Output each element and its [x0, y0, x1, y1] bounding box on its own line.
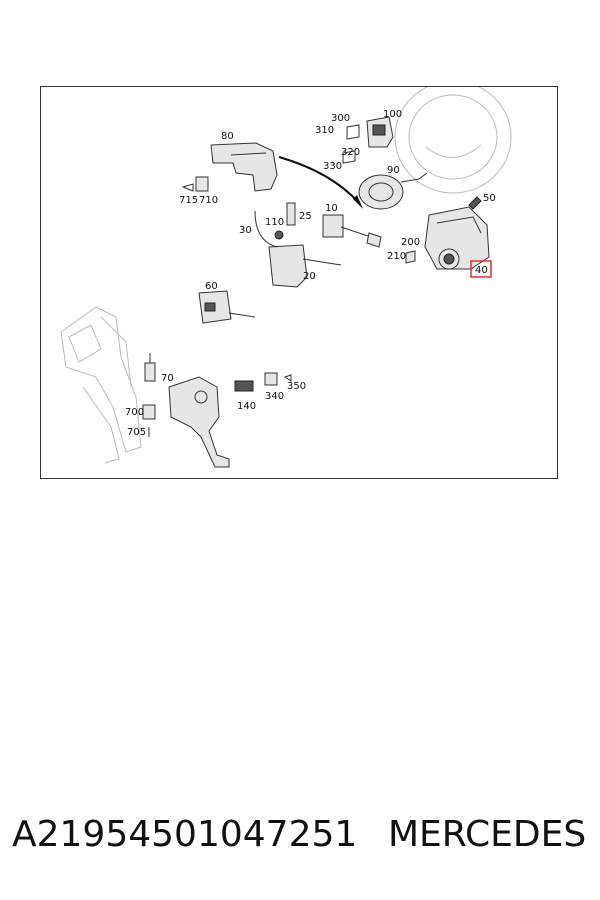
callout-705: 705	[127, 427, 146, 438]
callout-715: 715	[179, 195, 198, 206]
brand-name: MERCEDES	[388, 814, 587, 855]
part-10-combination-switch	[322, 214, 382, 248]
footer: A21954501047251 MERCEDES	[0, 808, 600, 864]
callout-330: 330	[323, 161, 342, 172]
callout-300: 300	[331, 113, 350, 124]
part-100-steering-module	[342, 116, 394, 164]
steering-wheel	[394, 87, 512, 194]
diagram-frame: 80 300 100 310 320 330 90 715 710 50 110…	[40, 86, 558, 479]
callout-320: 320	[341, 147, 360, 158]
callout-70: 70	[161, 373, 174, 384]
callout-140: 140	[237, 401, 256, 412]
part-80-combination-switch-bracket	[210, 142, 278, 192]
part-60-switch	[198, 290, 256, 324]
callout-110: 110	[265, 217, 284, 228]
part-50-screw	[468, 196, 482, 210]
callout-60: 60	[205, 281, 218, 292]
part-210-lock-pin	[405, 250, 416, 264]
callout-310: 310	[315, 125, 334, 136]
callout-20: 20	[303, 271, 316, 282]
part-90-clock-spring	[358, 172, 428, 210]
callout-40-highlight-box	[470, 260, 492, 278]
part-710-715-fasteners	[181, 176, 209, 192]
part-40-steering-lock	[424, 206, 490, 270]
callout-200: 200	[401, 237, 420, 248]
parts-diagram: 80 300 100 310 320 330 90 715 710 50 110…	[60, 87, 512, 468]
pedal-assembly-ghost	[60, 306, 142, 464]
callout-labels: 80 300 100 310 320 330 90 715 710 50 110…	[125, 109, 496, 438]
callout-710: 710	[199, 195, 218, 206]
callout-80: 80	[221, 131, 234, 142]
callout-30: 30	[239, 225, 252, 236]
callout-700: 700	[125, 407, 144, 418]
pedal-bracket	[168, 376, 230, 468]
callout-40: 40	[475, 265, 488, 276]
callout-10: 10	[325, 203, 338, 214]
part-70-brake-light-switch	[142, 353, 156, 437]
callout-50: 50	[483, 193, 496, 204]
callout-350: 350	[287, 381, 306, 392]
callout-90: 90	[387, 165, 400, 176]
assembly-arrow	[278, 156, 360, 204]
callout-100: 100	[383, 109, 402, 120]
assembly-arrow-head	[353, 195, 363, 209]
part-number: A21954501047251	[12, 814, 358, 855]
callout-340: 340	[265, 391, 284, 402]
callout-25: 25	[299, 211, 312, 222]
callout-210: 210	[387, 251, 406, 262]
part-20-cruise-control-stalk	[254, 202, 342, 288]
part-140-connector	[234, 372, 292, 392]
